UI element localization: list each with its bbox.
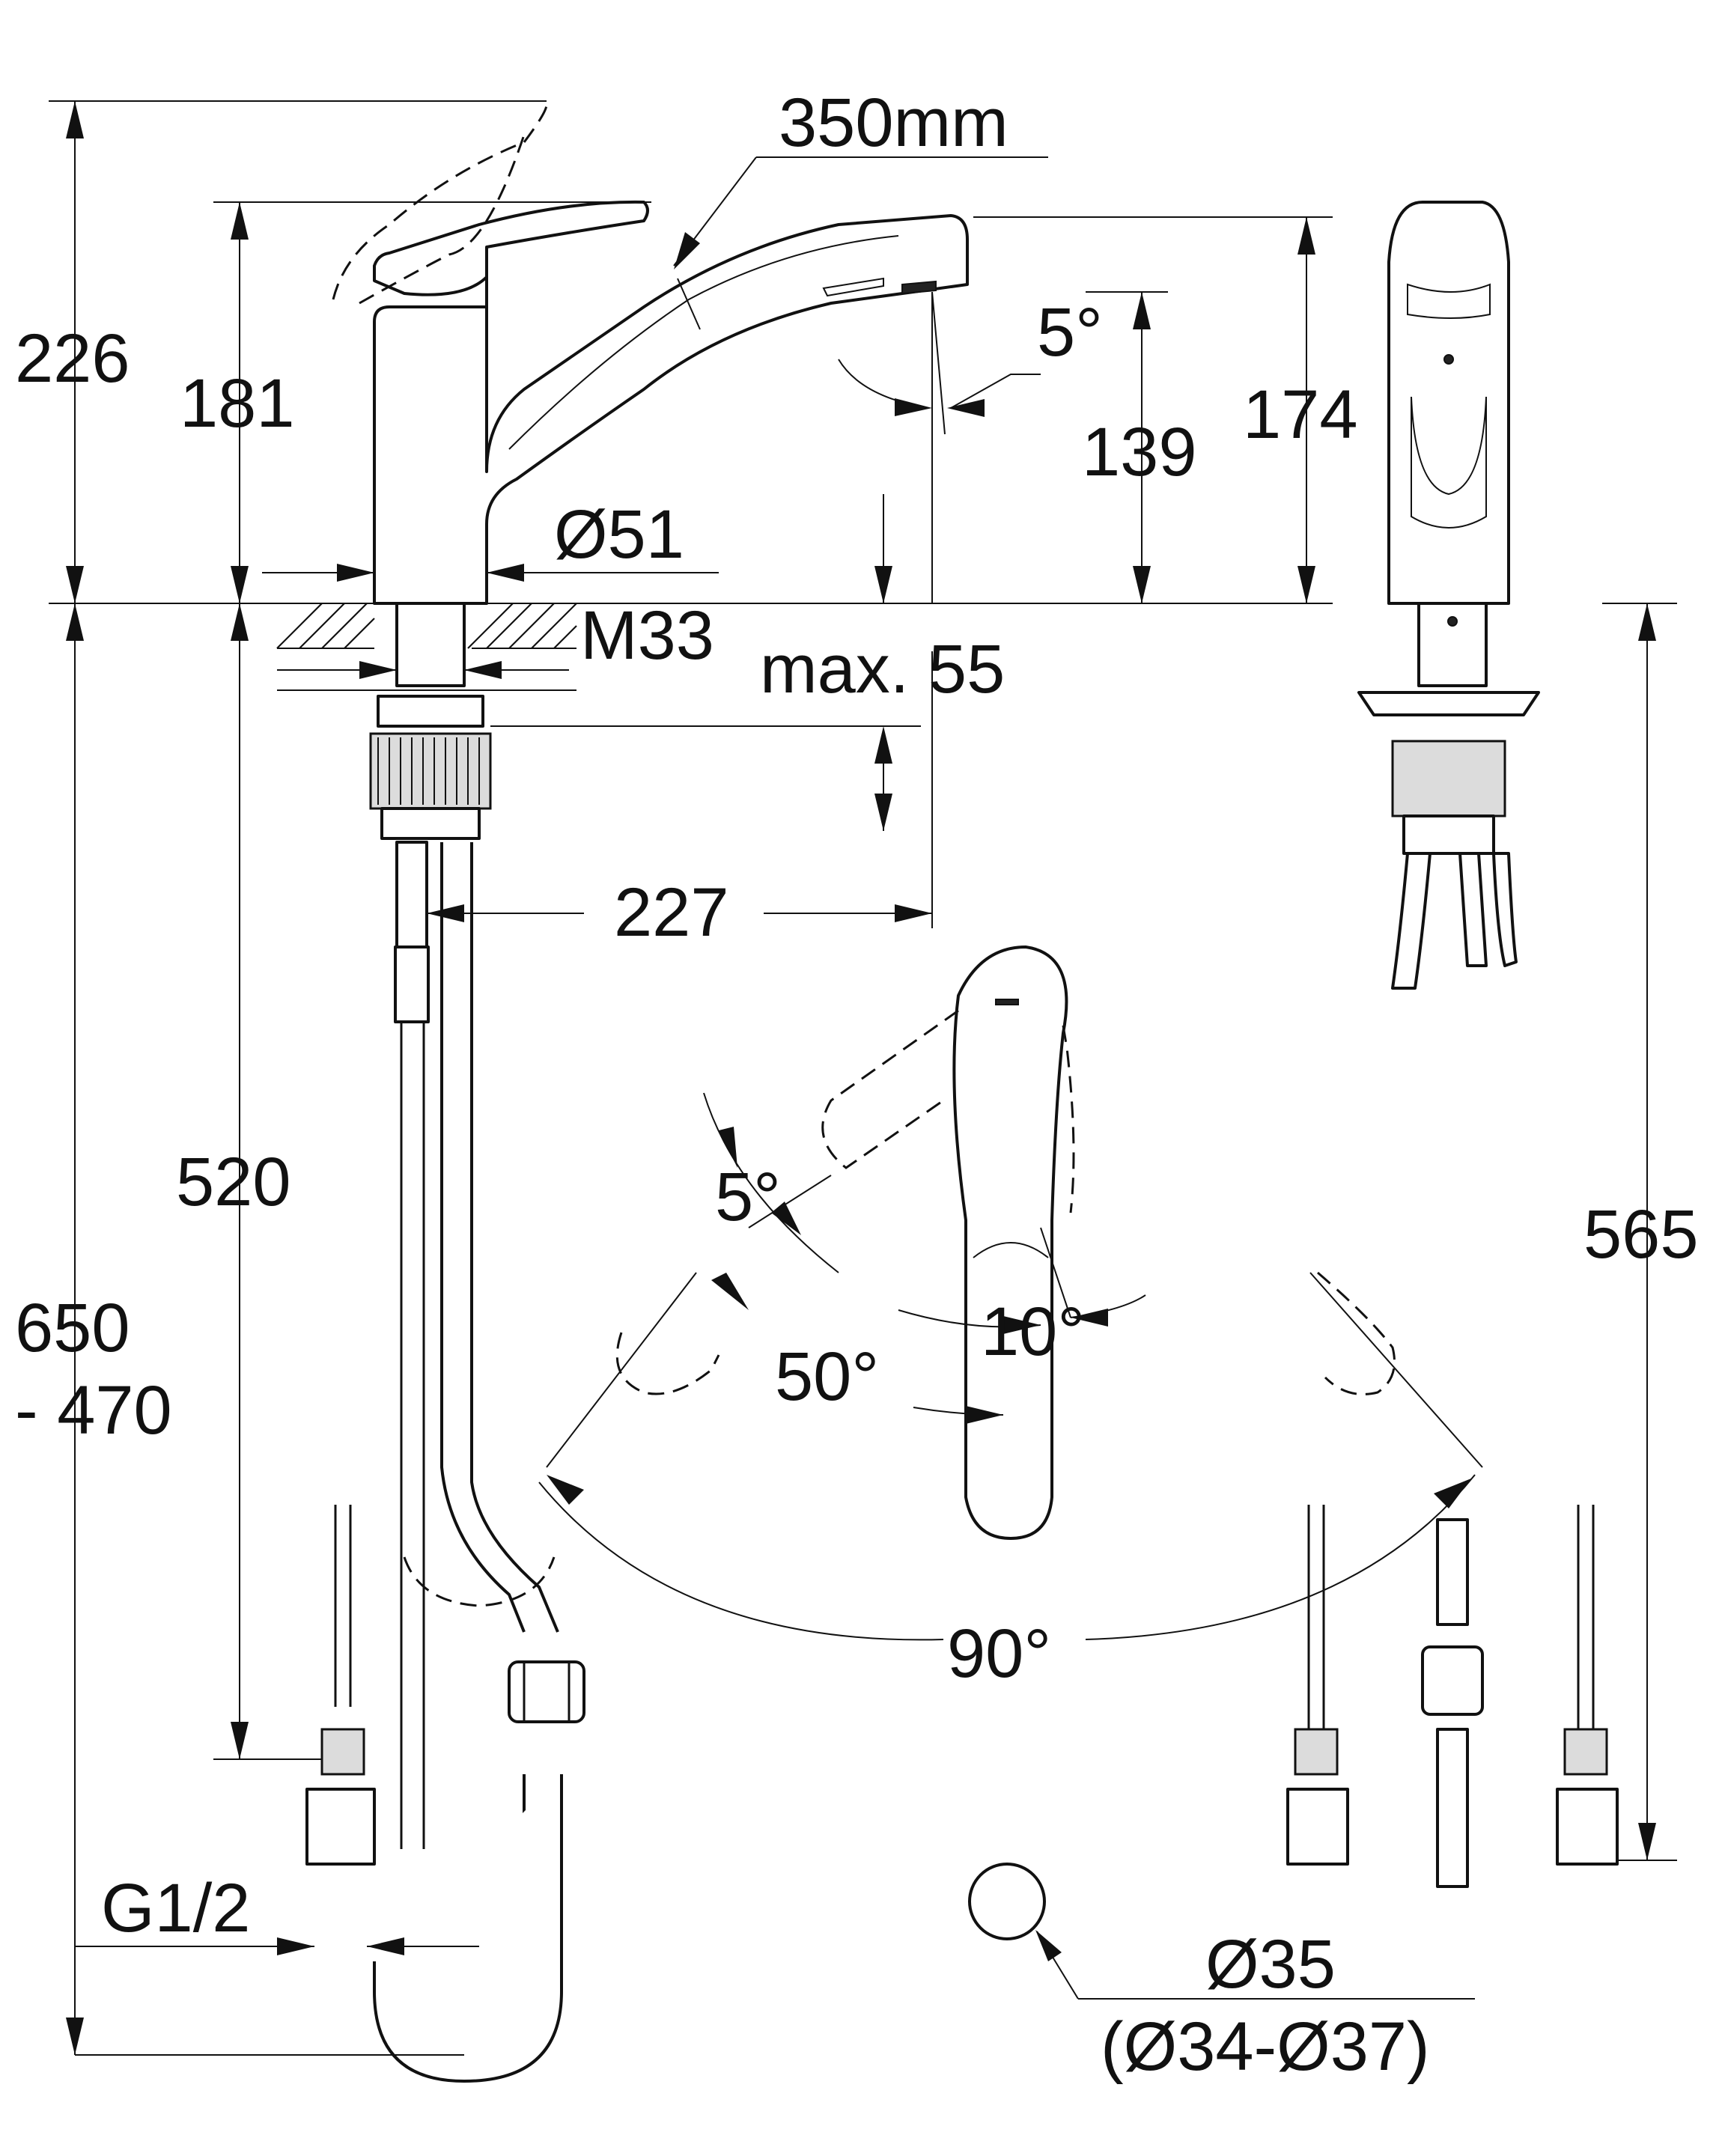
hose-fitting: [394, 945, 430, 1023]
label-181: 181: [180, 365, 295, 442]
label-max55: max. 55: [760, 631, 1005, 707]
shank: [395, 602, 466, 687]
label-rot-10: 10°: [981, 1294, 1085, 1370]
front-view: 565: [1357, 201, 1699, 1861]
valves-bottom-right: Ø35 (Ø34-Ø37): [968, 1505, 1619, 2085]
supply-hose: [395, 841, 428, 948]
label-174: 174: [1243, 377, 1358, 453]
label-650: 650: [15, 1290, 130, 1366]
mounting-hole: [968, 1863, 1046, 1940]
valve-body: [320, 1728, 365, 1776]
label-470: - 470: [15, 1372, 172, 1449]
label-5deg: 5°: [1037, 294, 1103, 371]
label-rot-5: 5°: [715, 1159, 781, 1235]
label-520: 520: [176, 1144, 291, 1220]
label-g12: G1/2: [101, 1870, 250, 1946]
faucet-body: [373, 214, 969, 605]
label-m33: M33: [580, 597, 714, 674]
label-d35: Ø35: [1205, 1926, 1336, 2003]
counter-hatch: [276, 603, 577, 649]
hose-weight: [508, 1660, 585, 1723]
top-view: 5° 10° 50° 90°: [538, 945, 1483, 1692]
lever: [373, 200, 649, 296]
label-rot-90: 90°: [947, 1616, 1051, 1692]
label-rot-50: 50°: [775, 1339, 879, 1415]
label-350mm: 350mm: [779, 85, 1008, 161]
side-view: 350mm 226 181 5° 139 174 Ø51 M33 max. 55…: [15, 85, 1358, 2083]
label-d34-37: (Ø34-Ø37): [1101, 2009, 1430, 2085]
valve-fitting: [305, 1788, 376, 1866]
label-d51: Ø51: [554, 496, 684, 573]
label-565: 565: [1583, 1196, 1699, 1273]
label-227: 227: [614, 874, 729, 951]
mounting-nut-top: [377, 695, 484, 728]
label-226: 226: [15, 320, 130, 397]
label-139: 139: [1082, 414, 1197, 490]
